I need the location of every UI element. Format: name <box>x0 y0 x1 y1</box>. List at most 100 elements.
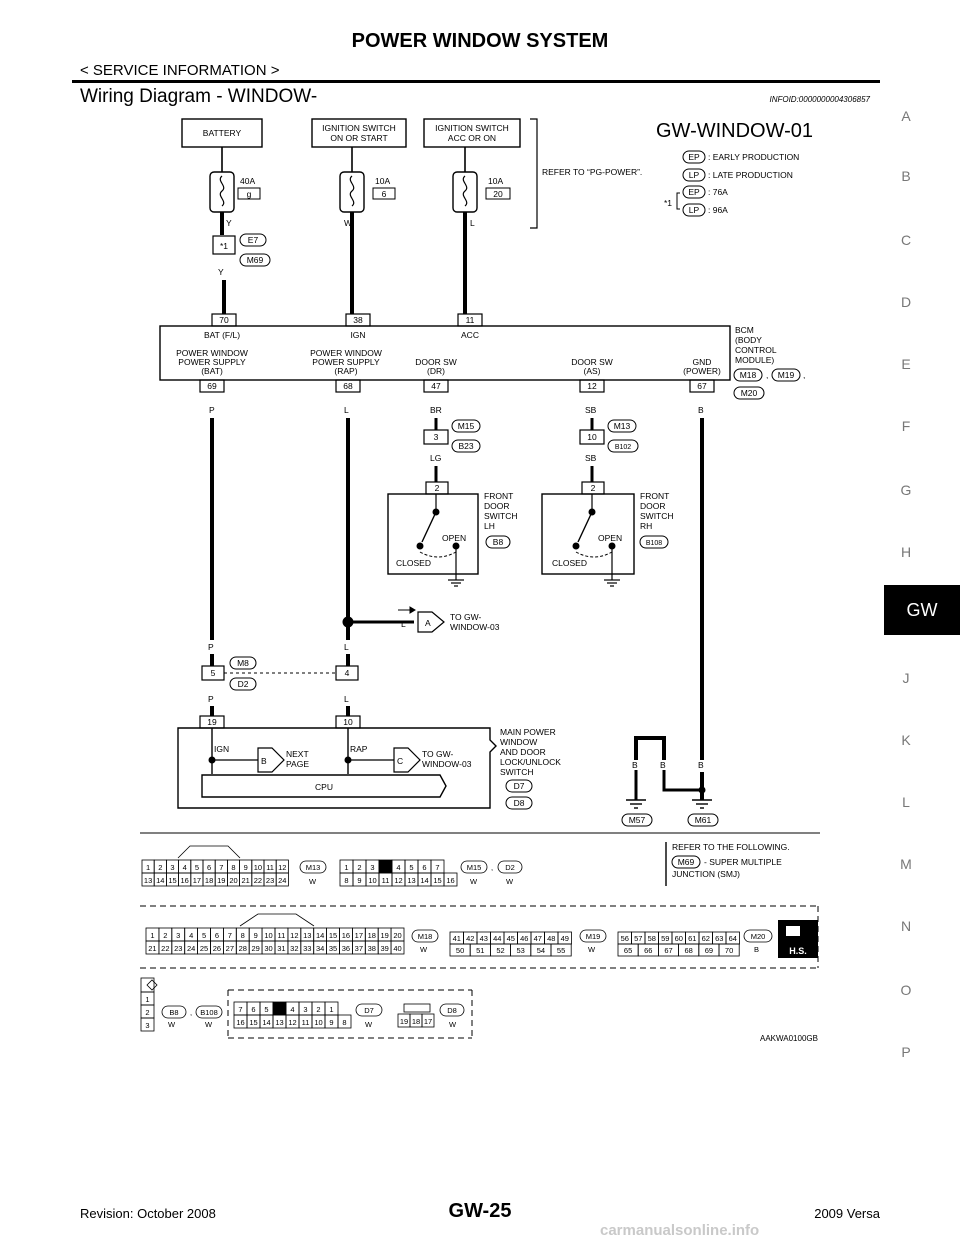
wire-br: BR <box>430 405 442 415</box>
ign-acc-l1: IGNITION SWITCH <box>435 123 509 133</box>
m18-top-pin: 10 <box>264 931 272 940</box>
bcm-doorsw-as-1: DOOR SW <box>571 357 613 367</box>
ign-on-l2: ON OR START <box>330 133 387 143</box>
legend-ep: EP <box>688 152 700 162</box>
to-gw03-l2: WINDOW-03 <box>450 622 500 632</box>
m15-comma: , <box>491 863 493 872</box>
bcm-doorsw-dr-1: DOOR SW <box>415 357 457 367</box>
m13-top-pin: 3 <box>170 863 174 872</box>
to-gw03-l1: TO GW- <box>450 612 481 622</box>
m18-top-pin: 15 <box>329 931 337 940</box>
m15-bot-pin: 14 <box>420 876 428 885</box>
lh-closed: CLOSED <box>396 558 431 568</box>
arrow-b-letter: B <box>261 756 267 766</box>
index-g[interactable]: G <box>900 482 912 498</box>
index-p[interactable]: P <box>901 1044 911 1060</box>
d7-bot-pin: 8 <box>342 1018 346 1027</box>
m13-bot-pin: 19 <box>217 876 225 885</box>
bcm-acc: ACC <box>461 330 479 340</box>
d7-label: D7 <box>364 1006 374 1015</box>
legend-96a: : 96A <box>708 205 728 215</box>
lh-name-1: FRONT <box>484 491 513 501</box>
m15-top-cell <box>378 859 393 874</box>
lh-switch-pin: 2 <box>435 483 440 493</box>
bcm-pin-69: 69 <box>207 381 217 391</box>
footer-page-number: GW-25 <box>448 1200 512 1222</box>
m19-bot-pin: 51 <box>476 946 484 955</box>
m20-bot-pin: 65 <box>624 946 632 955</box>
m18-bot-pin: 27 <box>226 944 234 953</box>
breadcrumb[interactable]: < SERVICE INFORMATION > <box>80 62 280 79</box>
m18-bot-cell <box>390 940 405 955</box>
as-conn-m13: M13 <box>614 421 631 431</box>
m8-pin-4: 4 <box>345 668 350 678</box>
index-k[interactable]: K <box>901 732 911 748</box>
d7-top-pin: 4 <box>290 1005 294 1014</box>
m19-label: M19 <box>586 932 601 941</box>
m13-bot-pin: 23 <box>266 876 274 885</box>
m13-bot-pin: 21 <box>242 876 250 885</box>
m20-badge <box>743 929 773 943</box>
index-f[interactable]: F <box>901 418 911 434</box>
legend-lp2: LP <box>689 205 700 215</box>
m18-top-pin: 11 <box>278 931 286 940</box>
main-sw-pin-19: 19 <box>207 717 217 727</box>
index-h[interactable]: H <box>900 544 912 560</box>
index-o[interactable]: O <box>900 982 912 998</box>
legend-early: : EARLY PRODUCTION <box>708 152 799 162</box>
section-heading: Wiring Diagram - WINDOW- <box>80 86 318 107</box>
legend-lp: LP <box>689 170 700 180</box>
index-d[interactable]: D <box>900 294 912 310</box>
index-j[interactable]: J <box>902 670 910 686</box>
d8-cell <box>421 1013 435 1028</box>
m20-top-pin: 64 <box>729 934 737 943</box>
bcm-pin-38: 38 <box>353 315 363 325</box>
wire-w: W <box>344 218 352 228</box>
d8-pin: 17 <box>424 1017 432 1026</box>
m18-label: M18 <box>418 932 433 941</box>
wire-l-acc: L <box>470 218 475 228</box>
info-id: INFOID:0000000004306857 <box>769 95 870 104</box>
index-m[interactable]: M <box>900 856 912 872</box>
m19-bot-pin: 50 <box>456 946 464 955</box>
m18-bot-pin: 23 <box>174 944 182 953</box>
wire-p-3: P <box>208 694 214 704</box>
m18-top-pin: 4 <box>189 931 193 940</box>
bcm-name-3: CONTROL <box>735 345 777 355</box>
b8-comma: , <box>190 1008 192 1017</box>
next-page-2: PAGE <box>286 759 309 769</box>
wire-l-1: L <box>344 405 349 415</box>
index-a[interactable]: A <box>901 108 911 124</box>
bcm-pws-bat-3: (BAT) <box>201 366 223 376</box>
m18-top-pin: 13 <box>303 931 311 940</box>
d2-label: D2 <box>505 863 515 872</box>
wire-sb-1: SB <box>585 405 597 415</box>
m13-top-pin: 11 <box>266 863 274 872</box>
m18-top-pin: 20 <box>393 931 401 940</box>
m18-bot-pin: 30 <box>264 944 272 953</box>
d2-color: W <box>506 877 514 886</box>
conn-m69: M69 <box>247 255 264 265</box>
m15-top-pin: 7 <box>435 863 439 872</box>
ign-switch-on-box <box>311 118 407 148</box>
m18-top-pin: 1 <box>150 931 154 940</box>
ign-acc-l2: ACC OR ON <box>448 133 496 143</box>
to-gw03b-1: TO GW- <box>422 749 453 759</box>
m13-top-pin: 9 <box>244 863 248 872</box>
index-e[interactable]: E <box>901 356 911 372</box>
m19-bot-pin: 55 <box>557 946 565 955</box>
wire-b-1: B <box>698 405 704 415</box>
m13-hood <box>177 845 241 859</box>
index-b[interactable]: B <box>901 168 911 184</box>
rh-name-1: FRONT <box>640 491 669 501</box>
m18-bot-pin: 29 <box>251 944 259 953</box>
index-c[interactable]: C <box>900 232 912 248</box>
m20-bot-pin: 67 <box>664 946 672 955</box>
gnd-wire-b3: B <box>698 760 704 770</box>
index-n[interactable]: N <box>900 918 912 934</box>
index-l[interactable]: L <box>902 794 910 810</box>
d7-top-pin: 3 <box>303 1005 307 1014</box>
rh-open: OPEN <box>598 533 622 543</box>
m18-bot-pin: 34 <box>316 944 324 953</box>
tab-gw[interactable]: GW <box>884 585 960 635</box>
